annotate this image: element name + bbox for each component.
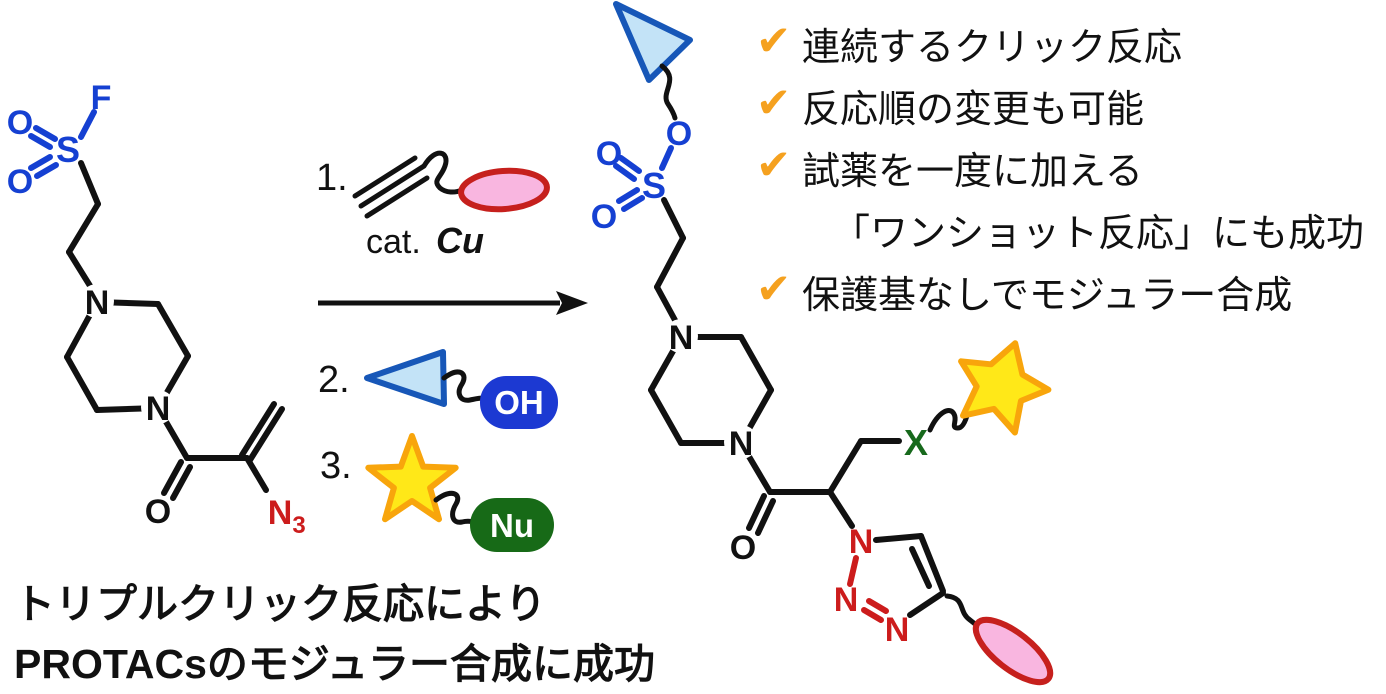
product-sulfur-label: S: [642, 165, 666, 206]
reagent-1-alkyne: 1. cat. Cu: [316, 150, 550, 261]
x-linkage-label: X: [904, 422, 928, 463]
step-2-number: 2.: [318, 359, 350, 401]
product-carbonyl-oxygen-label: O: [730, 529, 756, 567]
reagent-3-nucleophile: 3. Nu: [320, 433, 554, 552]
oh-pill: [480, 376, 558, 429]
caption-line-2: PROTACsのモジュラー合成に成功: [14, 641, 655, 687]
checklist-item: ✔ 反応順の変更も可能: [756, 74, 1364, 136]
reaction-arrow: [318, 291, 588, 315]
pink-oval-tag-product: [972, 616, 1054, 686]
check-icon: ✔: [756, 78, 792, 127]
checklist-item: ✔ 試薬を一度に加える: [756, 136, 1364, 198]
checklist-item-text: 保護基なしでモジュラー合成: [802, 274, 1293, 317]
alkyne-squiggle-linker: [421, 150, 465, 195]
azide-subscript-label: 3: [292, 512, 305, 539]
piperazine-n2-label: N: [146, 390, 171, 428]
step-1-number: 1.: [316, 157, 348, 199]
alkyne-triple-bond: [352, 155, 430, 219]
checklist-item: ✔ 保護基なしでモジュラー合成: [756, 260, 1364, 322]
catalyst-cat-text: cat.: [366, 223, 421, 261]
triazole-ring: [847, 533, 946, 623]
star-tag-product: [958, 340, 1052, 436]
triazole-n3-label: N: [885, 611, 910, 649]
reagent-2-alcohol: 2. OH: [318, 349, 558, 429]
triangle-squiggle-product: [659, 63, 678, 121]
step-3-number: 3.: [320, 445, 352, 487]
triazole-n2-label: N: [834, 581, 859, 619]
fluorine-label: F: [91, 79, 112, 117]
x-star-squiggle: [927, 408, 971, 433]
sulfur-label: S: [56, 129, 80, 170]
product-oxygen-bottom-label: O: [591, 198, 617, 236]
oh-pill-label: OH: [494, 384, 544, 421]
oh-squiggle-linker: [441, 369, 486, 403]
triangle-tag-product: [613, 1, 693, 83]
nu-pill-label: Nu: [490, 507, 534, 544]
sulfonyl-fluoride-group: [28, 109, 97, 179]
ester-oxygen-label: O: [666, 115, 692, 153]
checklist-item-text: 「ワンショット反応」にも成功: [832, 212, 1365, 255]
azido-acrylamide-group: [155, 401, 285, 501]
checklist-item: ✔ 連続するクリック反応: [756, 12, 1364, 74]
pink-oval-tag-reagent: [458, 167, 550, 213]
sulfonate-ester-group: [613, 145, 674, 212]
product-piperazine-n2-label: N: [729, 425, 754, 463]
check-icon: ✔: [756, 264, 792, 313]
reactant-molecule: F O S O N N O N 3: [7, 79, 306, 539]
benefits-checklist: ✔ 連続するクリック反応 ✔ 反応順の変更も可能 ✔ 試薬を一度に加える 「ワン…: [756, 12, 1364, 322]
azide-n-label: N: [268, 494, 293, 532]
ethylene-linker: [66, 160, 101, 292]
triangle-tag-reagent: [364, 349, 447, 407]
piperazine-n1-label: N: [85, 284, 110, 322]
checklist-item-text: 連続するクリック反応: [802, 26, 1183, 69]
checklist-item-continuation: 「ワンショット反応」にも成功: [756, 198, 1364, 260]
check-icon: ✔: [756, 16, 792, 65]
check-icon: ✔: [756, 140, 792, 189]
star-tag-reagent: [365, 433, 459, 523]
product-oxygen-top-label: O: [596, 135, 622, 173]
caption-line-1: トリプルクリック反応により: [14, 581, 547, 627]
summary-caption: トリプルクリック反応により PROTACsのモジュラー合成に成功: [14, 574, 655, 694]
checklist-item-text: 試薬を一度に加える: [802, 150, 1143, 193]
product-molecule: O O S O N N O X N N N: [591, 1, 1054, 686]
sulfonyl-oxygen-bottom-label: O: [7, 163, 33, 201]
product-backbone: [738, 438, 902, 536]
product-ethylene-linker: [654, 197, 686, 325]
checklist-item-text: 反応順の変更も可能: [802, 88, 1145, 131]
atom-label-halos: [80, 284, 175, 424]
carbonyl-oxygen-label: O: [145, 493, 171, 531]
nu-pill: [470, 498, 554, 552]
catalyst-cu-text: Cu: [436, 220, 484, 261]
triazole-n1-label: N: [849, 523, 874, 561]
nu-squiggle-linker: [433, 490, 477, 525]
product-label-halos: [664, 319, 758, 459]
product-piperazine-n1-label: N: [669, 319, 694, 357]
sulfonyl-oxygen-top-label: O: [7, 104, 33, 142]
